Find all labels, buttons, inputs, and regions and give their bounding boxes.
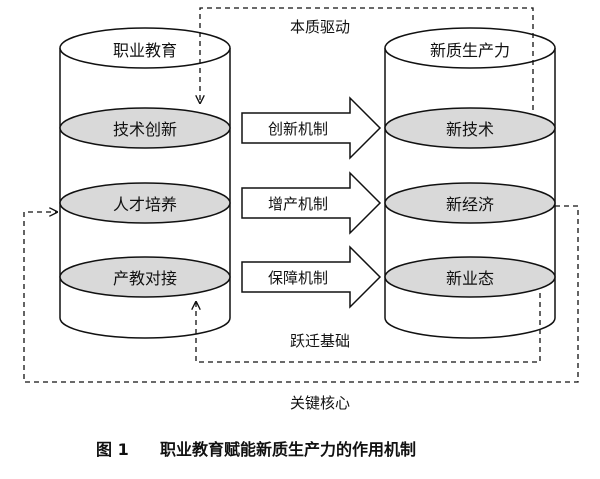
right-disc-1 [384,107,556,149]
right-disc-3 [384,256,556,298]
left-cylinder-top [59,27,231,69]
left-item-1: 技术创新 [113,120,177,139]
outer-loop-label: 关键核心 [290,394,350,412]
right-cylinder [384,27,556,339]
left-item-2: 人才培养 [113,195,177,214]
right-item-3: 新业态 [446,269,494,288]
mechanism-arrow-2 [241,171,382,235]
right-cylinder-bottom [384,317,556,339]
mechanism-label-1: 创新机制 [268,120,328,138]
left-item-3: 产教对接 [113,269,177,288]
mechanism-arrow-3 [241,245,382,309]
left-disc-2 [59,182,231,224]
top-loop-label: 本质驱动 [290,18,350,36]
left-disc-1 [59,107,231,149]
left-cylinder-title: 职业教育 [113,41,177,60]
inner-bottom-feedback-loop [196,293,541,363]
mechanism-label-2: 增产机制 [268,195,328,213]
figure-caption: 职业教育赋能新质生产力的作用机制 [160,440,416,459]
left-cylinder-bottom [59,317,231,339]
mechanism-arrow-1 [241,96,382,160]
left-disc-3 [59,256,231,298]
mechanism-label-3: 保障机制 [268,269,328,287]
inner-bottom-loop-label: 跃迁基础 [290,332,350,350]
left-cylinder [59,27,231,339]
right-item-2: 新经济 [446,195,494,214]
right-disc-2 [384,182,556,224]
right-cylinder-top [384,27,556,69]
figure-number: 图 1 [96,440,129,459]
outer-feedback-loop [23,205,579,383]
right-item-1: 新技术 [446,120,494,139]
right-cylinder-title: 新质生产力 [430,41,510,60]
